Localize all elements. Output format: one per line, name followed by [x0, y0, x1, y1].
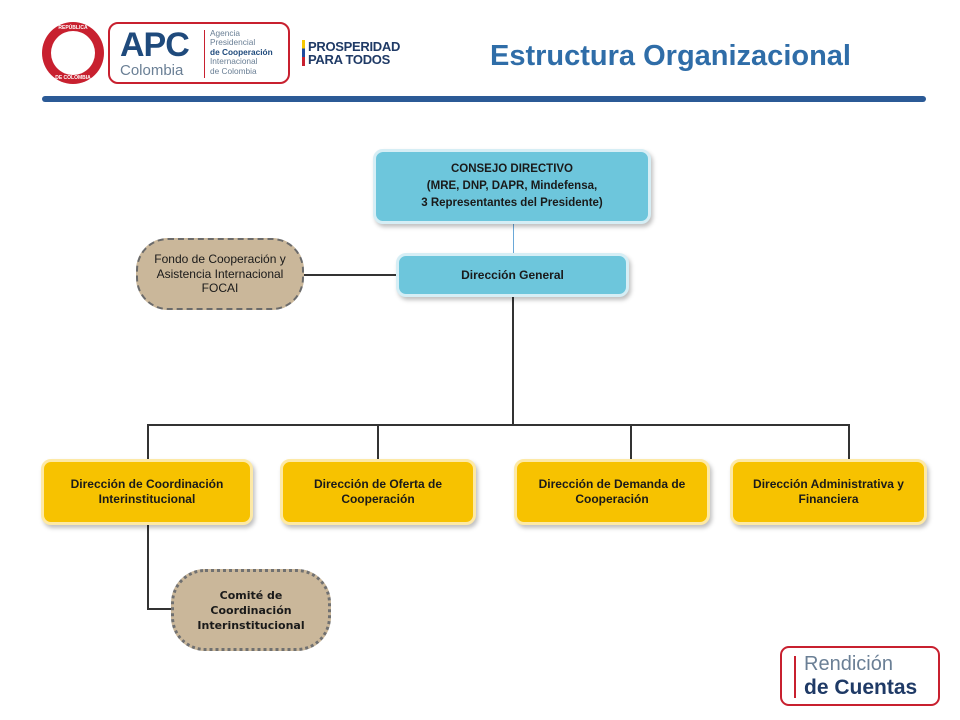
direccion-line2: Cooperación: [341, 492, 415, 506]
fondo-line1: Fondo de Cooperación y: [154, 252, 286, 267]
comite-coordinacion-box: Comité de Coordinación Interinstituciona…: [171, 569, 331, 651]
comite-line2: Coordinación: [210, 603, 292, 617]
comite-line1: Comité de: [219, 588, 283, 602]
direccion-coordinacion-box: Dirección de Coordinación Interinstituci…: [41, 459, 253, 525]
direccion-line2: Interinstitucional: [98, 492, 196, 506]
apc-desc-line: de Cooperación: [210, 46, 273, 57]
prosperidad-logo: PROSPERIDAD PARA TODOS: [308, 40, 400, 66]
connector-comite-vertical: [147, 522, 149, 610]
consejo-line2: (MRE, DNP, DAPR, Mindefensa,: [426, 180, 598, 192]
apc-desc-line: Agencia: [210, 28, 240, 38]
apc-logo-country: Colombia: [120, 62, 184, 79]
fondo-line2: Asistencia Internacional: [156, 266, 284, 281]
direccion-line1: Dirección Administrativa y: [753, 477, 904, 491]
direccion-line1: Dirección de Demanda de: [538, 477, 686, 491]
consejo-line1: CONSEJO DIRECTIVO: [450, 163, 574, 175]
direccion-oferta-box: Dirección de Oferta de Cooperación: [280, 459, 476, 525]
apc-desc-line: Presidencial: [210, 37, 256, 48]
direccion-general-label: Dirección General: [461, 267, 564, 282]
prosperidad-line1: PROSPERIDAD: [308, 39, 401, 54]
consejo-line3: 3 Representantes del Presidente): [421, 197, 603, 209]
apc-logo-divider: [204, 30, 205, 78]
connector-drop-4: [848, 424, 850, 462]
prosperidad-flag-bar: [302, 40, 305, 66]
connector-drop-3: [630, 424, 632, 462]
comite-line3: Interinstitucional: [197, 618, 305, 632]
rendicion-label: Rendición: [804, 653, 893, 675]
connector-comite-horizontal: [147, 608, 173, 610]
direccion-line1: Dirección de Oferta de: [313, 477, 443, 491]
consejo-directivo-box: CONSEJO DIRECTIVO (MRE, DNP, DAPR, Minde…: [373, 149, 651, 224]
direccion-line2: Cooperación: [575, 492, 649, 506]
apc-desc-line: de Colombia: [210, 65, 257, 76]
direccion-line2: Financiera: [798, 492, 859, 506]
apc-logo: APC Colombia Agencia Presidencial de Coo…: [108, 22, 290, 84]
connector-drop-1: [147, 424, 149, 462]
connector-drop-2: [377, 424, 379, 462]
direccion-line1: Dirección de Coordinación: [70, 477, 224, 491]
seal-emblem: [51, 31, 95, 75]
apc-logo-letters: APC: [120, 26, 190, 64]
seal-text-bottom: DE COLOMBIA: [55, 75, 91, 81]
apc-logo-description: Agencia Presidencial de Cooperación Inte…: [210, 28, 273, 76]
apc-desc-line: Internacional: [210, 56, 258, 67]
header-rule: [42, 96, 926, 102]
colombia-seal-logo: REPÚBLICA DE COLOMBIA: [42, 22, 104, 84]
rendicion-logo-bar: [794, 656, 796, 698]
connector-fondo-direccion: [304, 274, 398, 276]
connector-consejo-direccion: [513, 222, 514, 256]
seal-text-top: REPÚBLICA: [58, 25, 88, 31]
prosperidad-line2: PARA TODOS: [308, 52, 390, 67]
fondo-line3: FOCAI: [201, 281, 239, 296]
rendicion-de-cuentas-logo: Rendición de Cuentas: [780, 646, 940, 706]
connector-horizontal-bus: [147, 424, 850, 426]
direccion-demanda-box: Dirección de Demanda de Cooperación: [514, 459, 710, 525]
fondo-focai-box: Fondo de Cooperación y Asistencia Intern…: [136, 238, 304, 310]
direccion-general-box: Dirección General: [396, 253, 629, 297]
connector-direccion-trunk: [512, 294, 514, 425]
page-title: Estructura Organizacional: [490, 40, 851, 72]
direccion-administrativa-box: Dirección Administrativa y Financiera: [730, 459, 927, 525]
de-cuentas-label: de Cuentas: [804, 676, 918, 699]
